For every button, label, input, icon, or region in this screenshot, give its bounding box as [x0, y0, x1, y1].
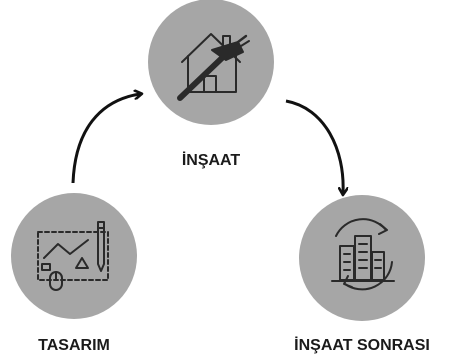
stage-label-construction: İNŞAAT	[182, 151, 241, 169]
stage-circle-construction	[148, 0, 274, 125]
stage-circle-design	[11, 193, 137, 319]
stage-construction	[148, 0, 274, 125]
stage-circle-post-construction	[299, 195, 425, 321]
flow-arrow-design-to-construction	[71, 94, 140, 184]
stage-label-design: TASARIM	[38, 337, 110, 354]
flow-arrow-construction-to-post-construction	[285, 99, 343, 193]
stage-label-post-construction: İNŞAAT SONRASI	[294, 336, 430, 354]
stage-design	[11, 193, 137, 319]
buildings-recycle-icon	[331, 218, 395, 291]
blueprint-pencil-icon	[37, 221, 109, 291]
house-hammer-icon	[177, 33, 250, 101]
stage-post-construction	[299, 195, 425, 321]
